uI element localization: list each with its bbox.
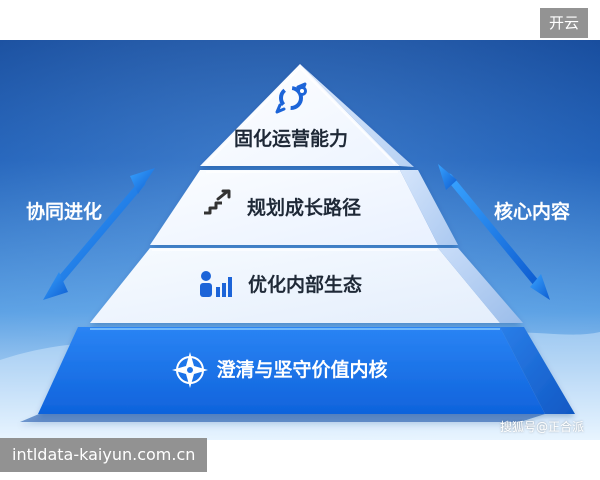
right-side-label: 核心内容 — [494, 200, 570, 223]
left-arrow-head-bottom — [43, 272, 68, 300]
layer-1-icon — [275, 82, 307, 114]
pyramid-top-side — [300, 64, 414, 167]
pyramid — [20, 64, 575, 422]
pyramid-top-front — [200, 64, 400, 166]
corner-badge: 开云 — [539, 8, 588, 38]
pyramid-layer-2-side — [400, 170, 458, 245]
pyramid-layer-4-front — [38, 327, 545, 414]
compass-icon — [172, 352, 208, 388]
layer-4-icon — [172, 352, 208, 388]
right-double-arrow — [438, 164, 550, 300]
pyramid-bottom-shadow — [20, 414, 545, 422]
pyramid-layer-4-side — [500, 327, 575, 414]
layer-3-icon — [200, 271, 232, 297]
stairs-arrow-icon — [204, 189, 231, 215]
left-double-arrow — [43, 168, 155, 300]
pyramid-layer-4-label: 澄清与坚守价值内核 — [216, 358, 387, 381]
layer-2-icon — [204, 189, 231, 215]
gear-cycle-icon — [275, 82, 307, 114]
pyramid-layer-3-front — [90, 248, 500, 323]
pyramid-layer-2-label: 规划成长路径 — [247, 196, 361, 219]
pyramid-layer-2-front — [150, 170, 438, 245]
source-watermark: 搜狐号@正合派 — [499, 420, 584, 434]
right-arrow-head-top — [438, 164, 457, 190]
left-arrow-shaft — [51, 179, 146, 290]
pyramid-layer-1-label: 固化运营能力 — [234, 127, 348, 150]
left-arrow-head-top — [130, 168, 155, 194]
right-arrow-head-bottom — [530, 274, 550, 300]
pyramid-layer-3-label: 优化内部生态 — [248, 273, 362, 296]
pyramid-layer-3-side — [438, 248, 523, 323]
people-chart-icon — [200, 271, 232, 297]
domain-footer: intldata-kaiyun.com.cn — [0, 438, 208, 472]
left-side-label: 协同进化 — [26, 200, 102, 223]
right-arrow-shaft — [445, 173, 541, 288]
pyramid-top-highlight — [205, 66, 396, 165]
